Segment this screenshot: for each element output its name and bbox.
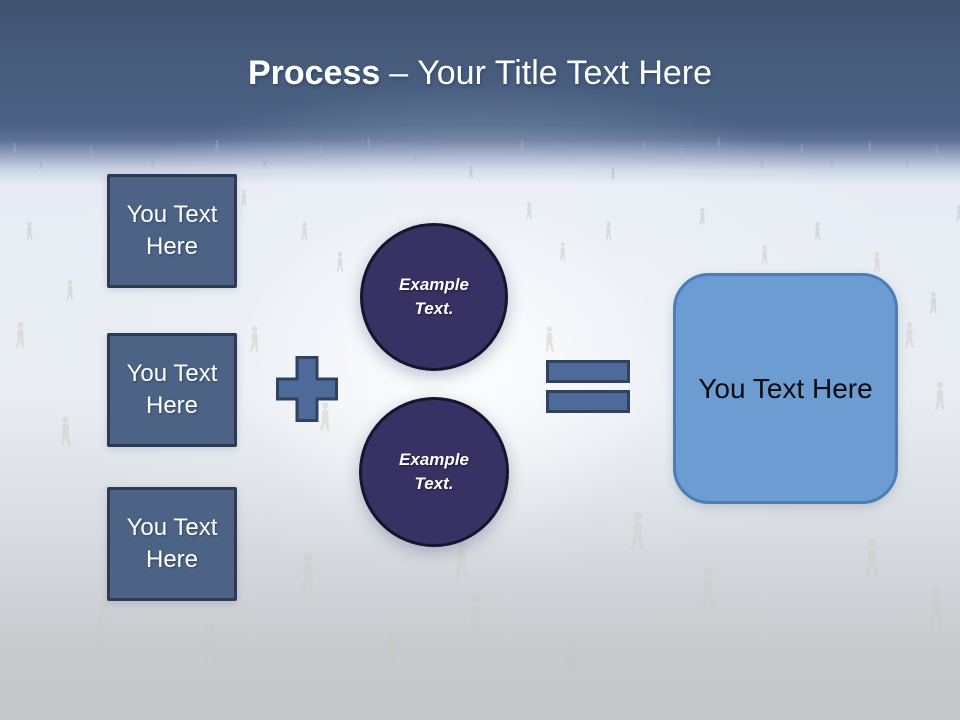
person-silhouette xyxy=(611,168,616,180)
result-box-label: You Text Here xyxy=(698,372,873,404)
person-silhouette xyxy=(214,140,219,152)
person-silhouette xyxy=(88,146,93,158)
input-box-2[interactable]: You Text Here xyxy=(107,333,237,447)
person-silhouette xyxy=(630,512,644,550)
person-silhouette xyxy=(814,222,821,240)
person-silhouette xyxy=(300,552,314,592)
person-silhouette xyxy=(830,158,835,170)
plus-icon xyxy=(276,356,338,422)
person-silhouette xyxy=(26,222,33,240)
person-silhouette xyxy=(38,158,43,170)
person-silhouette xyxy=(928,588,943,632)
person-silhouette xyxy=(12,143,17,154)
person-silhouette xyxy=(241,190,247,206)
person-silhouette xyxy=(151,158,155,169)
person-silhouette xyxy=(934,382,945,410)
person-silhouette xyxy=(337,252,344,272)
title-separator: – xyxy=(389,54,409,92)
person-silhouette xyxy=(366,138,371,149)
person-silhouette xyxy=(469,166,474,178)
person-silhouette xyxy=(929,292,937,314)
person-silhouette xyxy=(61,416,71,446)
input-box-3[interactable]: You Text Here xyxy=(107,487,237,601)
person-silhouette xyxy=(605,222,612,240)
input-box-3-label: You Text Here xyxy=(126,514,218,573)
person-silhouette xyxy=(679,148,684,160)
person-silhouette xyxy=(301,222,308,240)
person-silhouette xyxy=(455,540,469,578)
person-silhouette xyxy=(559,242,566,261)
person-silhouette xyxy=(412,150,417,162)
input-box-2-label: You Text Here xyxy=(126,360,218,419)
person-silhouette xyxy=(761,245,768,264)
person-silhouette xyxy=(319,146,324,159)
person-silhouette xyxy=(759,156,764,168)
input-box-1-label: You Text Here xyxy=(126,201,218,260)
slide-title[interactable]: Process–Your Title Text Here xyxy=(0,52,960,94)
example-circle-2-label: Example Text. xyxy=(399,450,469,493)
person-silhouette xyxy=(571,150,576,161)
person-silhouette xyxy=(526,202,532,219)
title-keyword: Process xyxy=(247,54,381,92)
person-silhouette xyxy=(905,322,915,348)
person-silhouette xyxy=(249,326,259,352)
title-subtitle: Your Title Text Here xyxy=(417,54,713,92)
person-silhouette xyxy=(563,640,578,684)
person-silhouette xyxy=(66,280,73,300)
input-box-1[interactable]: You Text Here xyxy=(107,174,237,288)
result-box[interactable]: You Text Here xyxy=(673,273,898,504)
person-silhouette xyxy=(262,156,267,167)
person-silhouette xyxy=(956,205,960,222)
person-silhouette xyxy=(545,326,555,352)
person-silhouette xyxy=(717,137,721,148)
person-silhouette xyxy=(467,595,482,637)
example-circle-1-label: Example Text. xyxy=(399,275,469,318)
example-circle-2[interactable]: Example Text. xyxy=(359,397,509,547)
person-silhouette xyxy=(641,141,646,152)
person-silhouette xyxy=(904,156,909,168)
equals-icon xyxy=(546,360,630,413)
person-silhouette xyxy=(702,568,717,610)
person-silhouette xyxy=(873,252,880,272)
person-silhouette xyxy=(864,538,878,578)
person-silhouette xyxy=(935,146,939,157)
person-silhouette xyxy=(384,625,399,669)
person-silhouette xyxy=(867,141,872,152)
example-circle-1[interactable]: Example Text. xyxy=(360,223,508,371)
person-silhouette xyxy=(96,600,111,644)
person-silhouette xyxy=(15,322,25,348)
person-silhouette xyxy=(201,622,217,668)
person-silhouette xyxy=(519,140,524,152)
person-silhouette xyxy=(799,144,804,155)
person-silhouette xyxy=(699,208,705,225)
